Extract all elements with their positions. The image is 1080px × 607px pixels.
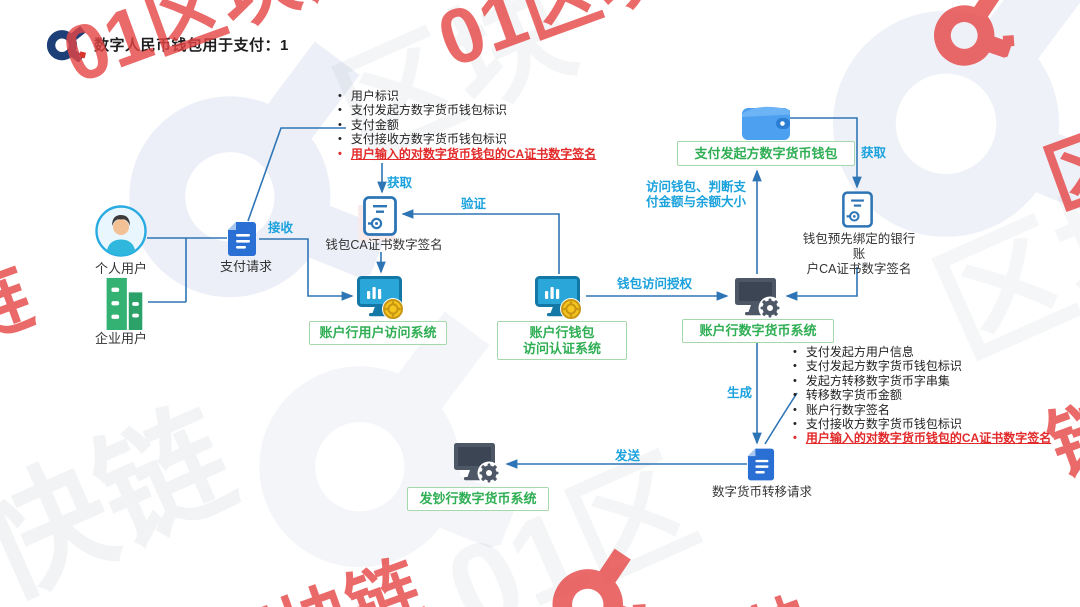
payment-request-label: 支付请求 (219, 259, 272, 274)
issuing-bank-system-icon (454, 443, 500, 485)
wallet-ca-cert-label: 钱包CA证书数字签名 (325, 238, 443, 252)
digital-currency-system-icon (735, 278, 781, 320)
issuing-bank-system-box: 发钞行数字货币系统 (407, 487, 549, 511)
edge-label-generate: 生成 (727, 386, 753, 400)
list-item: 支付发起方数字货币钱包标识 (338, 103, 596, 117)
payment-request-field-list: 用户标识 支付发起方数字货币钱包标识 支付金额 支付接收方数字货币钱包标识 用户… (338, 89, 596, 161)
list-item: 支付金额 (338, 118, 596, 132)
wallet-auth-system-icon (535, 276, 582, 320)
user-access-system-box: 账户行用户访问系统 (309, 321, 447, 345)
transfer-request-label: 数字货币转移请求 (711, 485, 812, 499)
brand-alpha-logo-icon (46, 26, 87, 62)
edge-label-obtain-top: 获取 (387, 176, 413, 190)
digital-currency-system-label: 账户行数字货币系统 (699, 323, 817, 338)
list-item: 账户行数字签名 (793, 403, 1051, 417)
wallet-auth-system-label-line2: 访问认证系统 (522, 340, 601, 356)
user-access-system-label: 账户行用户访问系统 (319, 325, 437, 340)
transfer-request-doc-icon (747, 448, 775, 481)
list-item: 用户标识 (338, 89, 596, 103)
user-access-system-icon (357, 276, 404, 320)
enterprise-user-label: 企业用户 (94, 331, 147, 346)
edge-label-verify: 验证 (461, 197, 487, 211)
wallet-auth-system-label-line1: 账户行钱包 (529, 324, 595, 340)
enterprise-user-icon (106, 277, 143, 330)
edge-label-send: 发送 (615, 449, 641, 463)
list-item: 发起方转移数字货币字串集 (793, 374, 1051, 388)
edge-label-receive: 接收 (268, 221, 294, 235)
list-item-highlight: 用户输入的对数字货币钱包的CA证书数字签名 (338, 147, 596, 161)
list-item: 支付发起方用户信息 (793, 345, 1051, 359)
issuing-bank-system-label: 发钞行数字货币系统 (419, 491, 537, 506)
list-item: 转移数字货币金额 (793, 388, 1051, 402)
edge-cert2-to-system (785, 267, 858, 301)
initiator-wallet-icon (742, 106, 790, 140)
payment-request-doc-icon (228, 222, 256, 256)
page-title: 数字人民币钱包用于支付：1 (94, 37, 289, 54)
transfer-request-field-list: 支付发起方用户信息 支付发起方数字货币钱包标识 发起方转移数字货币字串集 转移数… (793, 345, 1051, 446)
prebound-ca-cert-label: 钱包预先绑定的银行账 户CA证书数字签名 (802, 232, 916, 276)
wallet-auth-system-box: 账户行钱包 访问认证系统 (497, 321, 627, 360)
edge-verify-line (401, 209, 560, 274)
list-item-highlight: 用户输入的对数字货币钱包的CA证书数字签名 (793, 431, 1051, 445)
edge-label-access-wallet: 访问钱包、判断支 付金额与余额大小 (646, 180, 747, 209)
list-item: 支付发起方数字货币钱包标识 (793, 359, 1051, 373)
wallet-ca-cert-icon (363, 196, 397, 236)
digital-currency-system-box: 账户行数字货币系统 (682, 319, 834, 343)
edge-request-to-fieldlist (247, 127, 346, 222)
prebound-ca-cert-icon (842, 191, 873, 228)
edge-label-obtain-right: 获取 (861, 146, 887, 160)
person-user-icon (95, 205, 147, 257)
person-user-label: 个人用户 (94, 261, 147, 276)
initiator-wallet-box: 支付发起方数字货币钱包 (677, 141, 855, 166)
edge-label-wallet-access-auth: 钱包访问授权 (617, 277, 693, 291)
list-item: 支付接收方数字货币钱包标识 (793, 417, 1051, 431)
list-item: 支付接收方数字货币钱包标识 (338, 132, 596, 146)
initiator-wallet-label: 支付发起方数字货币钱包 (694, 145, 838, 161)
